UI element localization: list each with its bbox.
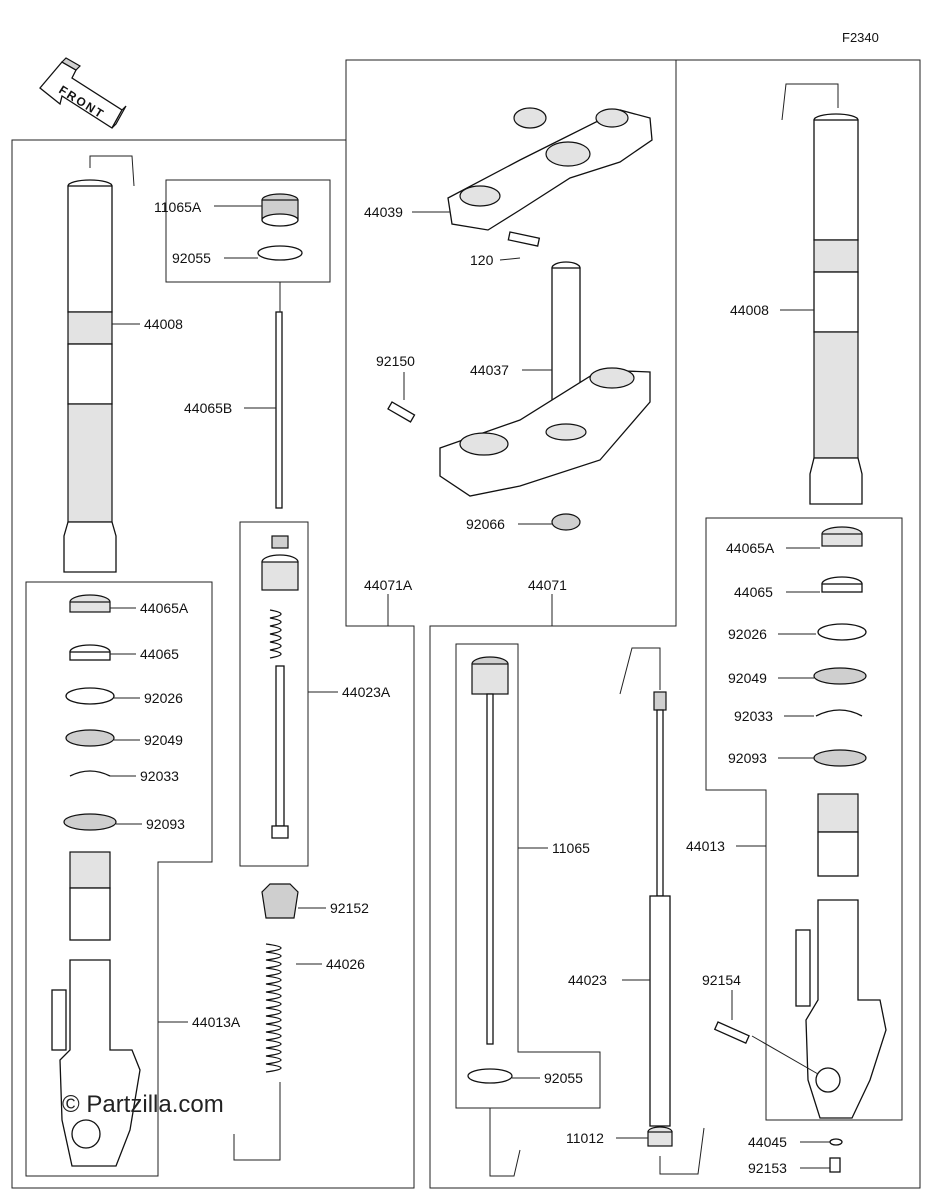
label-92026-left: 92026	[144, 690, 183, 706]
label-44071: 44071	[528, 577, 567, 593]
nut-92066	[551, 513, 581, 531]
lower-leg-left	[51, 851, 141, 1167]
label-44065-left: 44065	[140, 646, 179, 662]
steering-stem-lower-clamp	[439, 261, 651, 497]
fork-spring-left	[233, 943, 282, 1161]
front-direction-arrow: FRONT	[39, 57, 127, 129]
lower-leg-right	[795, 793, 887, 1119]
label-120: 120	[470, 252, 494, 268]
bolt-92150	[387, 401, 416, 423]
label-92153: 92153	[748, 1160, 787, 1176]
label-44071A: 44071A	[364, 577, 413, 593]
bushing-11012	[647, 1126, 705, 1175]
fork-tube-right	[781, 83, 863, 505]
diagram-code: F2340	[842, 30, 879, 45]
label-44026: 44026	[326, 956, 365, 972]
label-11065: 11065	[552, 840, 590, 856]
label-11012: 11012	[566, 1130, 604, 1146]
label-44023A: 44023A	[342, 684, 391, 700]
label-44013A: 44013A	[192, 1014, 241, 1030]
label-92026-right: 92026	[728, 626, 767, 642]
label-44008-right: 44008	[730, 302, 769, 318]
seal-stack-left	[63, 594, 117, 831]
label-92033-right: 92033	[734, 708, 773, 724]
group-outlines	[11, 59, 921, 1189]
part-labels: 11065A 92055 44008 44065B 44065A 44065 9…	[140, 199, 787, 1176]
label-92093-right: 92093	[728, 750, 767, 766]
bolt-92153	[829, 1157, 841, 1173]
label-11065A: 11065A	[154, 199, 202, 215]
label-92152: 92152	[330, 900, 369, 916]
label-92150: 92150	[376, 353, 415, 369]
damper-rod-left	[275, 311, 283, 509]
label-92066: 92066	[466, 516, 505, 532]
label-92049-right: 92049	[728, 670, 767, 686]
upper-triple-clamp	[447, 107, 653, 231]
cartridge-left	[261, 535, 299, 839]
fork-cap-left	[257, 193, 303, 261]
watermark: © Partzilla.com	[62, 1091, 224, 1118]
label-44065-right: 44065	[734, 584, 773, 600]
label-44039: 44039	[364, 204, 403, 220]
label-44023: 44023	[568, 972, 607, 988]
cartridge-right	[619, 647, 671, 1127]
fork-cap-right	[467, 656, 521, 1177]
lock-nut-left	[261, 883, 299, 919]
label-92033-left: 92033	[140, 768, 179, 784]
label-44065A-right: 44065A	[726, 540, 775, 556]
washer-44045	[829, 1138, 843, 1146]
seal-stack-right	[813, 526, 867, 767]
leader-lines	[110, 205, 830, 1169]
clamp-bolt-120	[507, 231, 541, 247]
bolt-92154	[713, 1021, 750, 1044]
fork-tube-left	[63, 155, 135, 573]
label-44065A-left: 44065A	[140, 600, 189, 616]
label-92093-left: 92093	[146, 816, 185, 832]
label-44065B: 44065B	[184, 400, 232, 416]
label-44008-left: 44008	[144, 316, 183, 332]
label-44013: 44013	[686, 838, 725, 854]
label-92154: 92154	[702, 972, 741, 988]
label-92055-right: 92055	[544, 1070, 583, 1086]
label-44045: 44045	[748, 1134, 787, 1150]
label-44037: 44037	[470, 362, 509, 378]
label-92055-left: 92055	[172, 250, 211, 266]
label-92049-left: 92049	[144, 732, 183, 748]
